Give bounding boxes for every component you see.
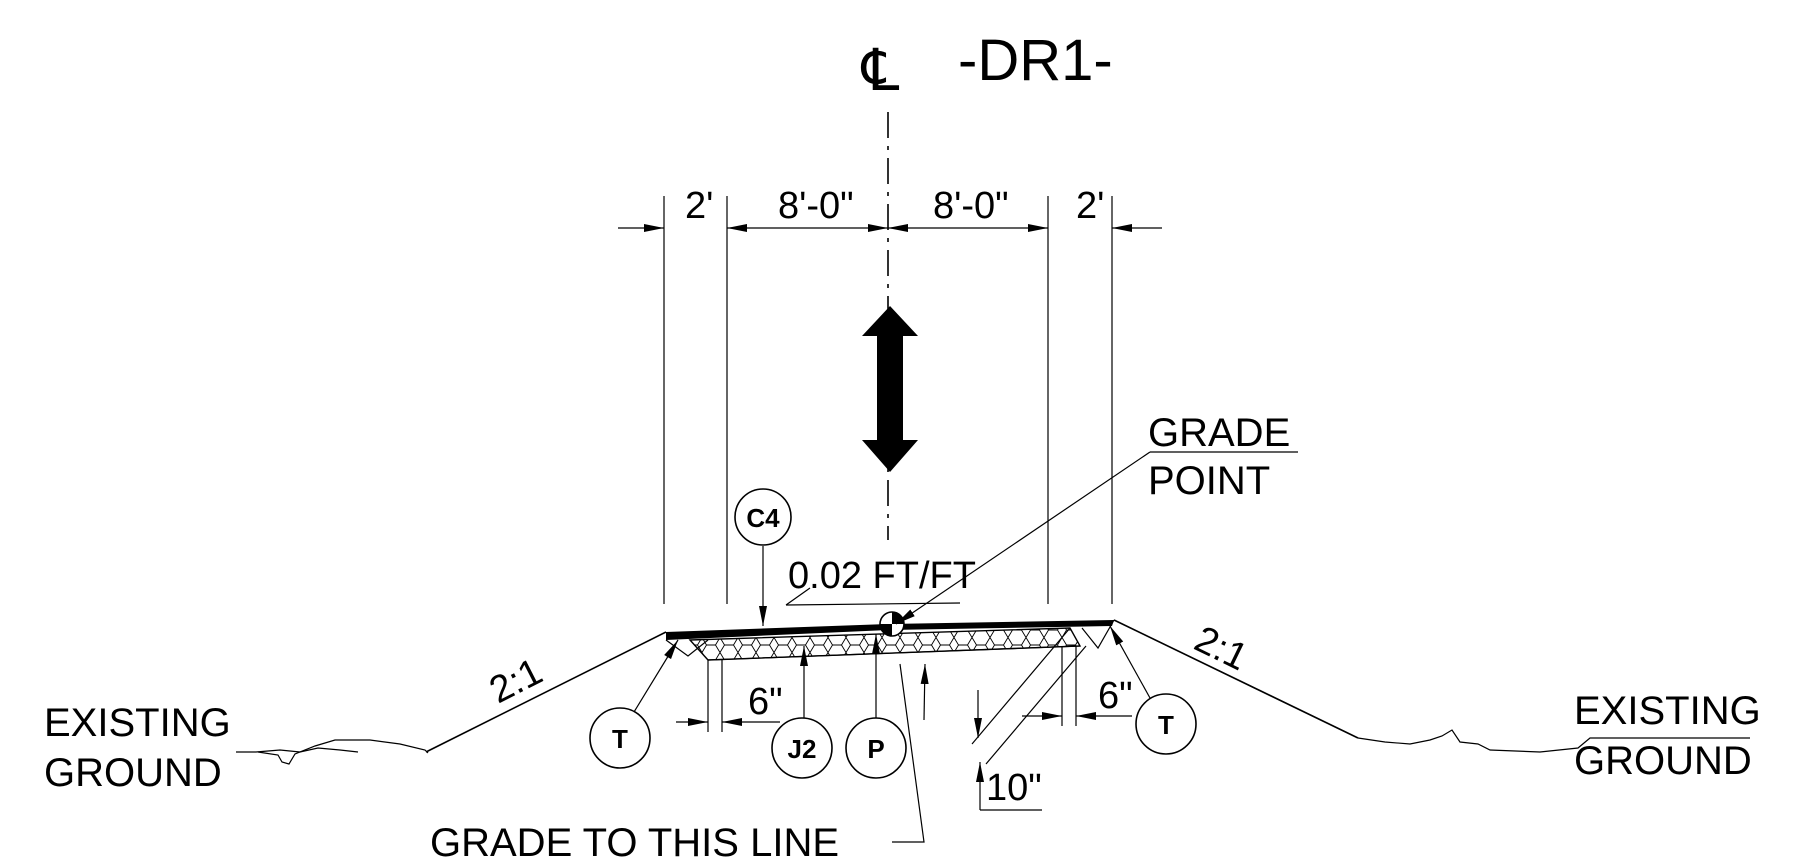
dim-right-lane: 8'-0" [933,185,1009,227]
alignment-title: -DR1- [958,28,1113,93]
fill-slope-left [425,631,667,753]
callout-t-right-leader [1109,625,1151,699]
existing-ground-line-left [257,739,429,765]
grade-point-label-line2: POINT [1148,459,1270,503]
depth-ext-top [971,627,1071,745]
callout-c4-circle [734,488,792,546]
dim-left-lane: 8'-0" [778,185,854,227]
grade-line-arrow [920,663,929,721]
grade-point-label-line1: GRADE [1148,411,1290,455]
callout-j2-circle [771,717,833,779]
offset-dim-right: 6" [1098,675,1133,717]
depth-dim: 10" [986,767,1042,809]
existing-ground-left-line1: EXISTING [44,701,231,745]
cross-slope-label: 0.02 FT/FT [788,555,976,597]
existing-ground-left-line2: GROUND [44,751,222,795]
fill-slope-right [1113,619,1359,739]
callout-p: P [867,734,884,764]
two-way-traffic-arrow [862,306,918,472]
callout-c4: C4 [746,503,780,533]
grade-line-leader [892,663,925,843]
pavement-surface [666,620,1114,640]
offset-dim-left: 6" [748,681,783,723]
cross-slope-line [785,602,961,606]
centerline-symbol: ℄ [860,38,899,103]
callout-t-right-circle [1135,693,1197,755]
subgrade-line [707,645,1081,661]
callout-t-right: T [1158,710,1174,740]
grade-to-this-line-label: GRADE TO THIS LINE [430,821,839,865]
slope-label-left: 2:1 [483,651,549,712]
callout-t-left-leader [633,639,679,713]
callout-j2: J2 [788,734,817,764]
existing-ground-line-right [1357,729,1750,753]
dim-left-shoulder: 2' [685,185,713,227]
grade-point-leader [895,451,1151,625]
grade-point-fill-bottom [880,624,892,636]
callout-t-left-circle [589,707,651,769]
depth-ext-bottom [985,645,1087,765]
slope-label-right: 2:1 [1188,618,1254,679]
callout-t-left: T [612,724,628,754]
cross-slope-tick [785,587,811,606]
existing-ground-right-line2: GROUND [1574,739,1752,783]
shoulder-notch-right [1081,619,1115,650]
existing-ground-right-line1: EXISTING [1574,689,1761,733]
existing-ground-line-left-ext [236,747,359,753]
dim-right-shoulder: 2' [1076,185,1104,227]
